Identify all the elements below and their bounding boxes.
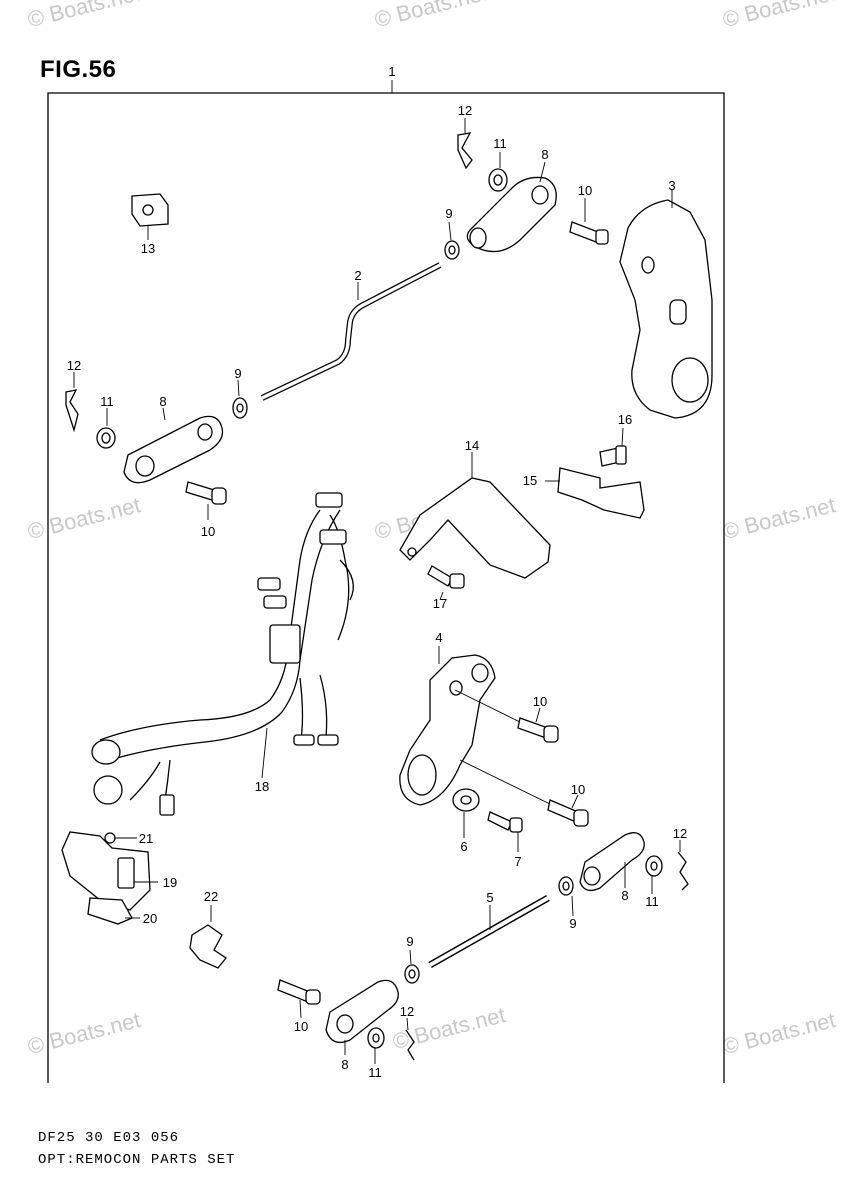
washer-part-11-left [96, 408, 116, 449]
callout-10-mid-lower: 10 [571, 782, 585, 797]
nut-part-9-top [444, 221, 460, 260]
bolt-part-17 [427, 565, 465, 601]
callout-19: 19 [163, 875, 177, 890]
bracket-part-22 [189, 905, 227, 969]
callout-8-right: 8 [621, 888, 628, 903]
rod-part-5 [428, 894, 550, 969]
callout-10-mid-upper: 10 [533, 694, 547, 709]
rod-part-2 [260, 262, 442, 401]
nut-part-9-bottom [404, 949, 420, 984]
bracket-part-14 [399, 452, 551, 579]
callout-9-bottom: 9 [406, 934, 413, 949]
clip-part-12-right [677, 840, 689, 891]
washer-part-11-right [645, 855, 663, 894]
callout-13: 13 [141, 241, 155, 256]
link-part-8-top [466, 161, 557, 253]
washer-part-11-bottom [367, 1027, 385, 1064]
clip-part-12-top [457, 118, 473, 170]
callout-8-bottom: 8 [341, 1057, 348, 1072]
plate-part-15 [545, 467, 645, 519]
harness-part-18 [91, 492, 354, 816]
callout-9-left: 9 [234, 366, 241, 381]
callout-2: 2 [354, 268, 361, 283]
nut-part-9-left [232, 379, 248, 419]
callout-11-bottom: 11 [368, 1065, 382, 1080]
callout-17: 17 [433, 596, 447, 611]
callout-12-left: 12 [67, 358, 81, 373]
callout-12-right: 12 [673, 826, 687, 841]
pin-part-10-mid-lower [547, 794, 589, 827]
callout-10-top: 10 [578, 183, 592, 198]
clip-part-12-bottom [405, 1017, 415, 1061]
parts-set-frame [47, 92, 725, 1083]
washer-part-6 [452, 788, 480, 838]
callout-18: 18 [255, 779, 269, 794]
callout-14: 14 [465, 438, 479, 453]
callout-9-top: 9 [445, 206, 452, 221]
callout-21: 21 [139, 831, 153, 846]
washer-part-11-top [488, 152, 508, 192]
figure-title: FIG.56 [40, 56, 117, 83]
callout-11-left: 11 [100, 394, 114, 409]
nut-part-9-right [558, 876, 574, 917]
callout-11-top: 11 [493, 136, 507, 151]
bolt-part-7 [487, 811, 523, 852]
callout-20: 20 [143, 911, 157, 926]
callout-15: 15 [523, 473, 537, 488]
callout-12-bottom: 12 [400, 1004, 414, 1019]
callout-5: 5 [486, 890, 493, 905]
connector-part-13 [131, 193, 169, 240]
callout-8-top: 8 [541, 147, 548, 162]
link-part-8-bottom [325, 979, 399, 1055]
bracket-part-4 [399, 646, 553, 806]
callout-1: 1 [388, 64, 395, 79]
callout-9-right: 9 [569, 916, 576, 931]
link-part-8-left [123, 407, 224, 484]
callout-8-left: 8 [159, 394, 166, 409]
link-part-8-right [579, 832, 645, 892]
callout-6: 6 [460, 839, 467, 854]
callout-4: 4 [435, 630, 442, 645]
bracket-part-3 [619, 190, 713, 419]
pin-part-10-bottom [277, 979, 321, 1019]
callout-10-bottom: 10 [294, 1019, 308, 1034]
footer-code: DF25 30 E03 056 [38, 1130, 180, 1146]
callout-12-top: 12 [458, 103, 472, 118]
pin-part-10-left [185, 481, 227, 520]
callout-7: 7 [514, 854, 521, 869]
callout-3: 3 [668, 178, 675, 193]
callout-11-right: 11 [645, 894, 659, 909]
bolt-part-16 [599, 427, 627, 467]
clip-part-12-left [65, 372, 79, 433]
callout-16: 16 [618, 412, 632, 427]
footer-title: OPT:REMOCON PARTS SET [38, 1152, 236, 1168]
callout-10-left: 10 [201, 524, 215, 539]
callout-22: 22 [204, 889, 218, 904]
pin-part-10-top [569, 198, 609, 245]
switch-assembly-parts-19-20-21 [61, 831, 158, 925]
pin-part-10-mid-upper [517, 707, 559, 743]
